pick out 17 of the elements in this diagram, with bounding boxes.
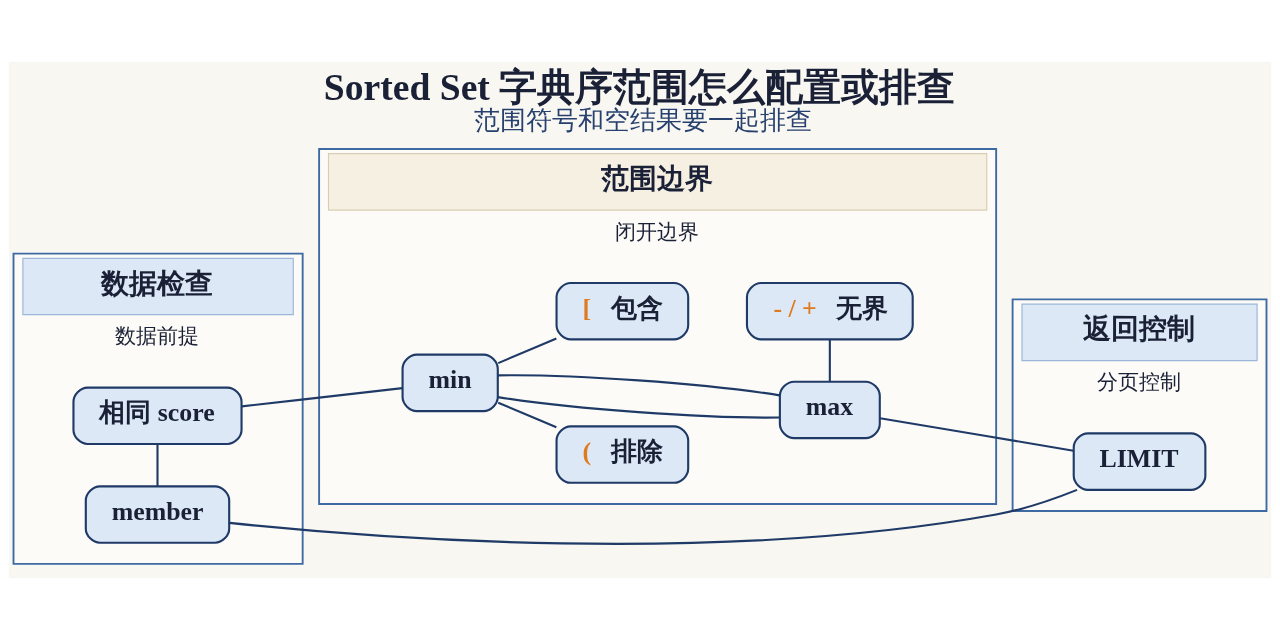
connector — [497, 337, 557, 365]
connector — [156, 444, 159, 486]
node-box: 相同 score — [72, 386, 243, 446]
connector — [229, 488, 1078, 545]
connector — [241, 387, 403, 408]
node-box: member — [84, 485, 231, 544]
node-box: max — [778, 380, 881, 440]
node-box: ( 排除 — [555, 425, 690, 484]
connector — [879, 417, 1074, 452]
node-box: [ 包含 — [555, 281, 690, 341]
node-box: min — [401, 353, 499, 413]
connector — [497, 401, 557, 429]
connector — [498, 374, 780, 397]
connector — [497, 396, 780, 419]
connector — [828, 339, 831, 382]
node-box: - / + 无界 — [745, 281, 914, 341]
node-box: LIMIT — [1072, 432, 1207, 491]
